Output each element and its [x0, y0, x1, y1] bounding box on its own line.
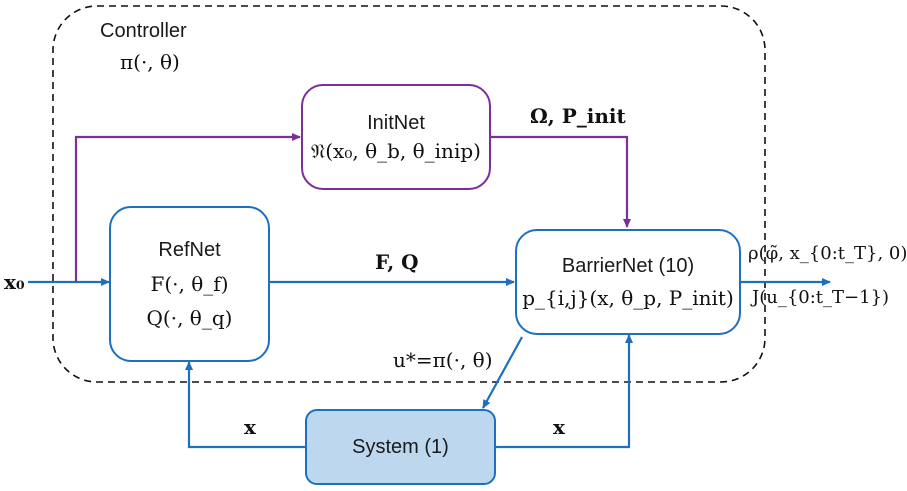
- diagram-connectors: [28, 5, 831, 449]
- label-u-star: u*=π(·, θ): [393, 348, 493, 372]
- label-j-cost: J(u_{0:t_T−1}): [752, 287, 890, 308]
- label-x-right: x: [553, 415, 565, 439]
- initnet-expression: 𝔑(x₀, θ_b, θ_inip): [311, 138, 481, 163]
- initnet-title: InitNet: [367, 111, 425, 134]
- arrow-system-to-refnet: [185, 361, 305, 449]
- system-title: System (1): [352, 435, 449, 458]
- label-omega-pinit: Ω, P_init: [530, 104, 626, 128]
- arrow-initnet-to-barriernet: [491, 135, 631, 228]
- refnet-title: RefNet: [158, 238, 221, 261]
- label-f-q: F, Q: [375, 250, 419, 274]
- barriernet-title: BarrierNet (10): [561, 254, 695, 277]
- arrow-barriernet-to-system: [482, 336, 523, 409]
- arrow-x0-to-initnet: [74, 133, 301, 282]
- refnet-expression-q: Q(·, θ_q): [146, 305, 233, 330]
- barriernet-expression: p_{i,j}(x, θ_p, P_init): [522, 285, 734, 310]
- controller-policy: π(·, θ): [120, 50, 180, 74]
- refnet-expression-f: F(·, θ_f): [150, 271, 229, 296]
- refnet-block[interactable]: RefNet F(·, θ_f) Q(·, θ_q): [109, 206, 270, 362]
- system-block[interactable]: System (1): [305, 409, 496, 485]
- controller-title: Controller: [100, 20, 187, 42]
- controller-boundary: [52, 5, 766, 383]
- label-rho: ρ(φ̃, x_{0:t_T}, 0): [748, 243, 907, 264]
- initnet-block[interactable]: InitNet 𝔑(x₀, θ_b, θ_inip): [301, 84, 491, 190]
- label-x-left: x: [244, 415, 256, 439]
- barriernet-block[interactable]: BarrierNet (10) p_{i,j}(x, θ_p, P_init): [515, 229, 741, 335]
- arrow-system-to-barriernet: [496, 334, 633, 449]
- label-input-x0: x₀: [4, 270, 25, 294]
